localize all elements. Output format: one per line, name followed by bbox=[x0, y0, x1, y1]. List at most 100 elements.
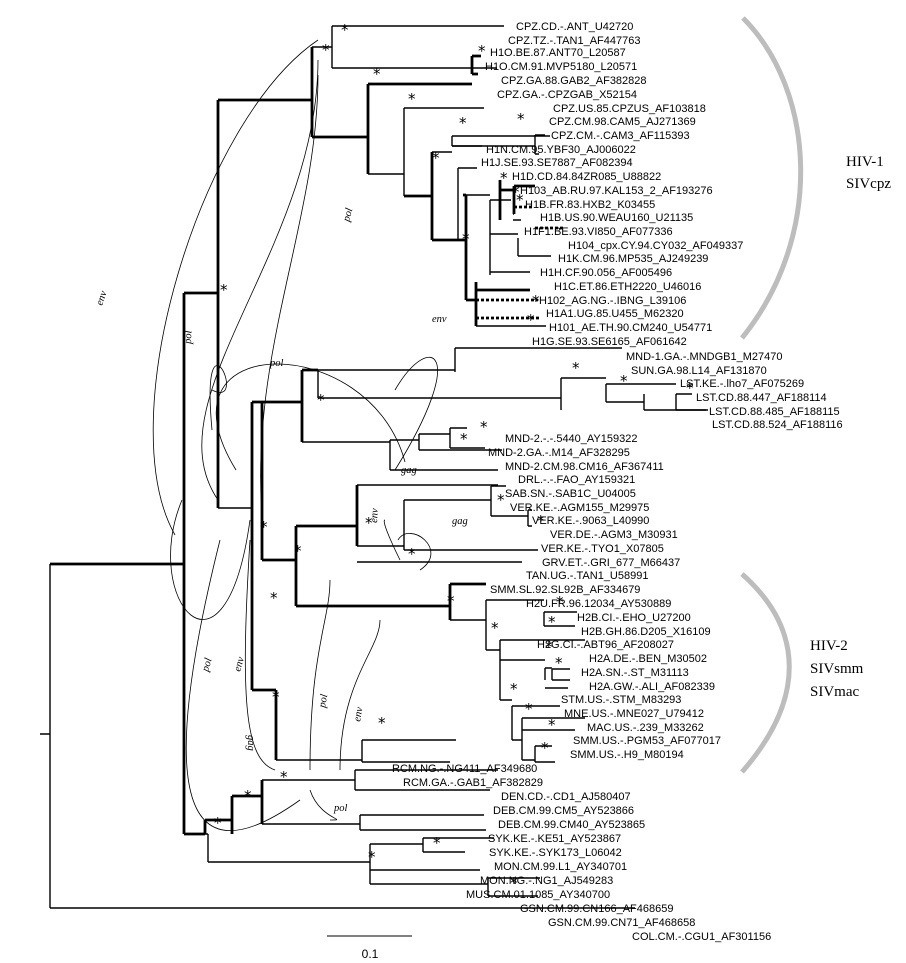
clade-label-hiv2: HIV-2 bbox=[810, 638, 848, 654]
support-star: * bbox=[459, 114, 467, 132]
taxon-label: RCM.NG.-.NG411_AF349680 bbox=[392, 763, 537, 775]
taxon-label: VER.KE.-.AGM155_M29975 bbox=[510, 502, 649, 514]
taxon-label: H2A.GW.-.ALI_AF082339 bbox=[589, 681, 715, 693]
taxon-label: H2A.DE.-.BEN_M30502 bbox=[589, 653, 707, 665]
support-star: * bbox=[244, 787, 252, 805]
hiv2-bracket bbox=[740, 572, 792, 774]
taxon-label: LST.KE.-.lho7_AF075269 bbox=[680, 378, 804, 390]
support-star: * bbox=[541, 739, 549, 757]
taxon-label: H1B.US.90.WEAU160_U21135 bbox=[540, 212, 693, 224]
taxon-label: LST.CD.88.485_AF188115 bbox=[709, 406, 840, 418]
support-star: * bbox=[491, 619, 499, 637]
support-star: * bbox=[500, 169, 508, 187]
taxon-label: H1J.SE.93.SE7887_AF082394 bbox=[481, 157, 633, 169]
taxon-label: GSN.CM.99.CN166_AF468659 bbox=[520, 903, 673, 915]
taxon-label: H2U.FR.96.12034_AY530889 bbox=[526, 598, 671, 610]
clade-label-hiv1: HIV-1 bbox=[846, 154, 884, 170]
support-star: * bbox=[368, 848, 376, 866]
taxon-label: VER.KE.-.9063_L40990 bbox=[532, 515, 649, 527]
support-star: * bbox=[572, 359, 580, 377]
recomb-label: env bbox=[352, 706, 365, 723]
taxon-label: H1O.BE.87.ANT70_L20587 bbox=[490, 47, 626, 59]
support-star: * bbox=[537, 512, 545, 530]
taxon-label: H2B.CI.-.EHO_U27200 bbox=[577, 612, 691, 624]
recomb-label: env bbox=[432, 314, 447, 325]
taxon-label: STM.US.-.STM_M83293 bbox=[561, 694, 681, 706]
taxon-label: CPZ.CM.-.CAM3_AF115393 bbox=[551, 130, 690, 142]
support-star: * bbox=[322, 41, 330, 59]
taxon-label: SMM.SL.92.SL92B_AF334679 bbox=[490, 584, 640, 596]
support-star: * bbox=[517, 110, 525, 128]
support-star: * bbox=[260, 518, 268, 536]
taxon-label: CPZ.TZ.-.TAN1_AF447763 bbox=[508, 35, 640, 47]
taxon-label: MUS.CM.01.1085_AY340700 bbox=[466, 889, 610, 901]
support-star: * bbox=[478, 42, 486, 60]
recombination-arcs bbox=[152, 39, 438, 832]
taxon-label: MND-2.-.-.5440_AY159322 bbox=[505, 433, 637, 445]
taxon-label: MAC.US.-.239_M33262 bbox=[587, 722, 704, 734]
taxon-label: H2G.CI.-.ABT96_AF208027 bbox=[537, 639, 674, 651]
taxon-label: H1C.ET.86.ETH2220_U46016 bbox=[554, 281, 701, 293]
taxon-label: DEN.CD.-.CD1_AJ580407 bbox=[501, 791, 631, 803]
taxon-label: DRL.-.-.FAO_AY159321 bbox=[518, 474, 635, 486]
taxon-label: H1H.CF.90.056_AF005496 bbox=[540, 267, 672, 279]
taxon-label: H1N.CM.95.YBF30_AJ006022 bbox=[486, 144, 636, 156]
support-star: * bbox=[686, 379, 694, 397]
taxon-label: CPZ.CD.-.ANT_U42720 bbox=[516, 21, 633, 33]
support-star: * bbox=[460, 430, 468, 448]
support-star: * bbox=[480, 418, 488, 436]
tree-branches bbox=[40, 25, 708, 909]
support-star: * bbox=[341, 21, 349, 39]
taxon-label: H103_AB.RU.97.KAL153_2_AF193276 bbox=[520, 185, 713, 197]
taxon-label: MND-1.GA.-.MNDGB1_M27470 bbox=[626, 351, 783, 363]
support-star: * bbox=[545, 638, 553, 656]
recomb-label: gag bbox=[452, 516, 468, 527]
taxon-label: CPZ.US.85.CPZUS_AF103818 bbox=[553, 103, 706, 115]
support-star: * bbox=[294, 542, 302, 560]
support-star: * bbox=[408, 545, 416, 563]
taxon-label: H1F1.BE.93.VI850_AF077336 bbox=[524, 226, 673, 238]
support-star: * bbox=[548, 613, 556, 631]
taxon-label: H1B.FR.83.HXB2_K03455 bbox=[525, 199, 655, 211]
clade-annotations: HIV-1 SIVcpz HIV-2 SIVsmm SIVmac bbox=[740, 16, 891, 774]
support-star: * bbox=[365, 514, 373, 532]
support-markers: ****************************************… bbox=[214, 21, 694, 892]
support-star: * bbox=[516, 191, 524, 209]
support-star: * bbox=[408, 90, 416, 108]
support-star: * bbox=[214, 814, 222, 832]
branch-gene-labels: env pol pol pol env gag env gag pol env … bbox=[94, 207, 467, 814]
taxon-label: GSN.CM.99.CN71_AF468658 bbox=[548, 917, 695, 929]
taxon-label: VER.DE.-.AGM3_M30931 bbox=[550, 529, 678, 541]
taxon-label: H1A1.UG.85.U455_M62320 bbox=[546, 308, 684, 320]
leaf-labels: CPZ.CD.-.ANT_U42720CPZ.TZ.-.TAN1_AF44776… bbox=[392, 21, 843, 943]
taxon-label: SMM.US.-.PGM53_AF077017 bbox=[573, 735, 721, 747]
support-star: * bbox=[432, 149, 440, 167]
taxon-label: SYK.KE.-.SYK173_L06042 bbox=[489, 847, 622, 859]
support-star: * bbox=[556, 593, 564, 611]
taxon-label: H1O.CM.91.MVP5180_L20571 bbox=[485, 61, 637, 73]
taxon-label: SAB.SN.-.SAB1C_U04005 bbox=[505, 488, 636, 500]
support-star: * bbox=[497, 491, 505, 509]
taxon-label: MON.CM.99.L1_AY340701 bbox=[494, 861, 627, 873]
taxon-label: H2A.SN.-.ST_M31113 bbox=[581, 667, 689, 679]
taxon-label: H101_AE.TH.90.CM240_U54771 bbox=[549, 322, 712, 334]
taxon-label: H1D.CD.84.84ZR085_U88822 bbox=[512, 171, 661, 183]
taxon-label: TAN.UG.-.TAN1_U58991 bbox=[526, 570, 648, 582]
support-star: * bbox=[527, 311, 535, 329]
taxon-label: SUN.GA.98.L14_AF131870 bbox=[631, 365, 767, 377]
support-star: * bbox=[447, 592, 455, 610]
support-star: * bbox=[378, 714, 386, 732]
clade-label-sivmac: SIVmac bbox=[810, 684, 859, 700]
support-star: * bbox=[525, 700, 533, 718]
taxon-label: GRV.ET.-.GRI_677_M66437 bbox=[542, 557, 680, 569]
taxon-label: CPZ.GA.88.GAB2_AF382828 bbox=[501, 75, 647, 87]
support-star: * bbox=[555, 654, 563, 672]
taxon-label: COL.CM.-.CGU1_AF301156 bbox=[632, 931, 771, 943]
support-star: * bbox=[510, 874, 518, 892]
support-star: * bbox=[433, 834, 441, 852]
scale-bar: 0.1 bbox=[327, 935, 412, 961]
taxon-label: LST.CD.88.447_AF188114 bbox=[696, 392, 827, 404]
taxon-label: SYK.KE.-.KE51_AY523867 bbox=[488, 833, 621, 845]
support-star: * bbox=[317, 391, 325, 409]
